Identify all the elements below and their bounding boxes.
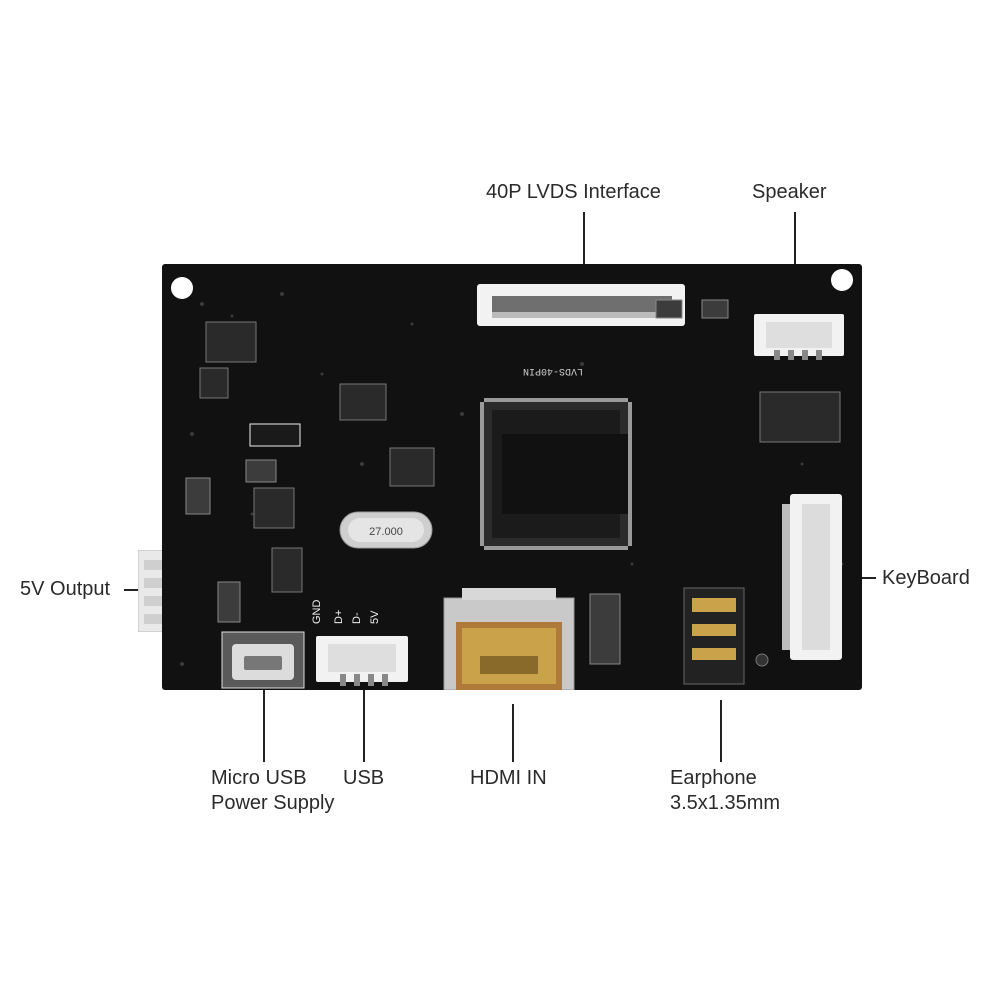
earphone-label: Earphone 3.5x1.35mm	[670, 766, 780, 816]
lvds-interface-label: 40P LVDS Interface	[486, 181, 661, 203]
usb-header	[316, 636, 408, 686]
earphone-jack	[683, 587, 769, 685]
hdmi-in-label: HDMI IN	[470, 767, 547, 789]
hdmi-port	[443, 588, 575, 690]
speaker-leader-line	[794, 212, 796, 278]
lvds-controller-board: LVDS-40PIN	[162, 264, 862, 690]
main-chip	[480, 398, 632, 550]
lvds-40pin-connector	[477, 284, 685, 326]
speaker-connector	[754, 314, 844, 360]
d-minus-silkscreen: D-	[351, 612, 363, 624]
earphone-leader-line	[720, 700, 722, 762]
micro-usb-port	[221, 631, 305, 689]
d-plus-silkscreen: D+	[333, 610, 345, 624]
micro-usb-leader-line	[263, 688, 265, 762]
usb-leader-line	[363, 684, 365, 762]
crystal-text: 27.000	[369, 526, 403, 538]
micro-usb-label-line2: Power Supply	[211, 792, 335, 814]
speaker-label: Speaker	[752, 181, 827, 203]
keyboard-label: KeyBoard	[882, 567, 970, 589]
5v-silkscreen: 5V	[369, 610, 381, 624]
usb-label: USB	[343, 767, 385, 789]
earphone-label-line2: 3.5x1.35mm	[670, 792, 781, 814]
hdmi-leader-line	[512, 704, 514, 762]
earphone-label-line1: Earphone	[670, 767, 757, 789]
micro-usb-label-line1: Micro USB	[211, 767, 307, 789]
lvds-silkscreen-text: LVDS-40PIN	[523, 365, 583, 376]
keyboard-connector	[782, 494, 842, 660]
micro-usb-label: Micro USB Power Supply	[211, 766, 334, 816]
lvds-leader-line	[583, 212, 585, 268]
gnd-silkscreen: GND	[311, 600, 323, 625]
5v-output-leader-line	[124, 589, 144, 591]
crystal-oscillator: 27.000	[339, 511, 433, 549]
5v-output-label: 5V Output	[20, 578, 111, 600]
